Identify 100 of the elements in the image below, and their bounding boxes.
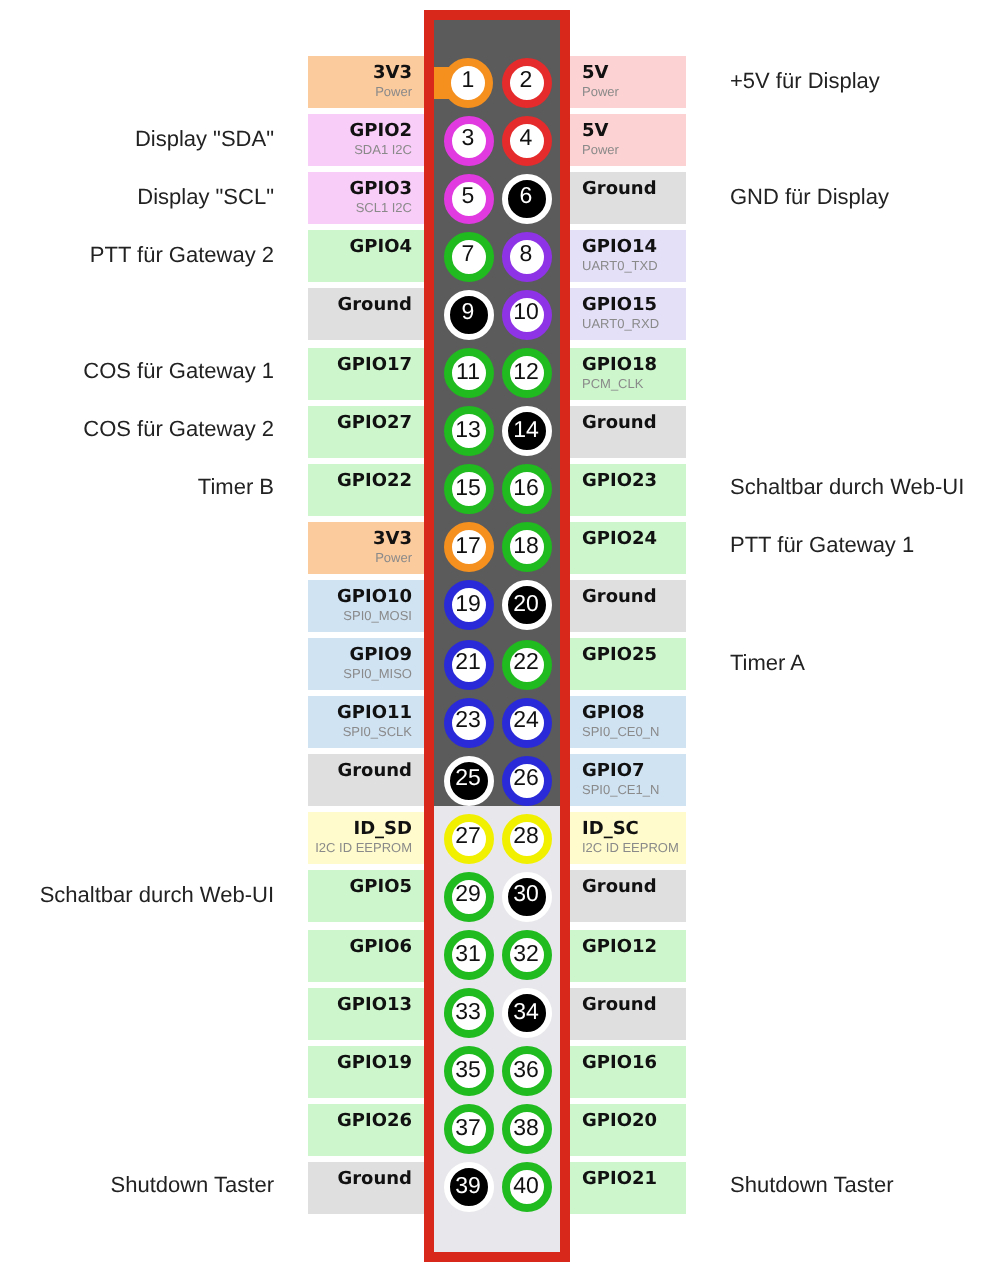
pin-name: GPIO8 [582,704,645,727]
pin-number: 37 [455,1116,481,1143]
pin-label [308,1161,424,1214]
ground-pin [501,580,551,631]
header-pin [501,1104,551,1155]
pin-name: GPIO11 [336,704,412,727]
pin-label [308,230,424,283]
header-board [424,10,570,1262]
pin-number: 19 [455,592,481,619]
header-pin [443,697,493,748]
pin-number: 18 [513,534,539,561]
pin-label [308,288,424,341]
pin-number: 1 [461,69,475,95]
pin-name: GPIO23 [582,471,658,494]
pin-number: 6 [519,185,533,212]
pin-name: Ground [582,878,657,901]
header-pin [501,697,551,748]
header-pin [443,231,493,282]
pin-label [570,696,686,749]
pin-label [308,638,424,690]
pin-note: Display "SCL" [137,185,274,212]
pin-number: 14 [513,418,539,445]
pin-number: 34 [513,1000,539,1027]
pin-number: 33 [455,1000,481,1027]
pin-number: 23 [455,709,481,736]
pin-name: GPIO7 [582,762,645,785]
pin-name: GPIO20 [582,1111,658,1134]
pin-name: GPIO15 [582,296,658,319]
pin-note: Timer A [730,651,805,677]
pin-name: GPIO13 [336,995,412,1018]
header-pin [443,406,493,457]
header-pin [443,464,493,515]
pin-note: Shutdown Taster [730,1174,894,1201]
header-pin [501,289,551,340]
ground-pin [501,173,551,224]
pin-number: 20 [513,592,539,619]
pin-name: GPIO12 [582,937,658,959]
header-pin [501,813,551,864]
header-pin [501,639,551,689]
header-pin [443,871,493,922]
pin-name: GPIO10 [336,587,412,610]
pin-number: 15 [455,476,481,503]
pin-name: Ground [582,413,657,436]
pin-number: 12 [513,360,539,386]
pin-note: Display "SDA" [134,127,274,154]
pin-label [308,405,424,458]
pin-name: Ground [337,762,412,785]
pin-number: 22 [513,651,539,677]
pin-label [570,347,686,399]
pin-number: 9 [461,301,475,328]
pin-name: Ground [582,587,657,610]
header-pin [443,813,493,864]
pin-number: 7 [461,243,475,270]
header-pin [501,1046,551,1097]
pin-number: 4 [519,127,533,154]
header-pin [501,231,551,282]
pin-name: GPIO26 [336,1111,412,1134]
pin-name: GPIO17 [336,355,412,377]
ground-pin [443,1162,493,1213]
pin-number: 8 [519,243,533,270]
pin-label [308,696,424,749]
pin-label [570,1161,686,1214]
pin-label [308,56,424,108]
pin-label [570,230,686,283]
header-pin [443,348,493,398]
pin-label [308,172,424,225]
pin-label [308,754,424,807]
pin-name: GPIO21 [582,1169,658,1192]
pin-name: GPIO25 [582,646,658,668]
pin-name: Ground [337,1169,412,1192]
pin-label [308,987,424,1040]
header-pin [443,988,493,1039]
header-pin [443,639,493,689]
pin-label [570,56,686,108]
pin-note: PTT für Gateway 1 [730,534,915,561]
pin-name: GPIO14 [582,238,658,261]
pin-name: GPIO24 [582,529,658,552]
pin-name: GPIO4 [349,238,412,261]
pin-name: GPIO5 [349,878,412,901]
pin-label [570,521,686,574]
header-pin [501,755,551,806]
pin-name: ID_SD [353,820,412,843]
pin-name: GPIO3 [349,180,412,203]
pin-number: 36 [513,1058,539,1085]
pin-label [570,463,686,516]
pin-label [308,929,424,981]
pin-number: 3 [461,127,475,154]
pin-label [570,870,686,923]
pin-label [308,1103,424,1156]
header-pin [501,464,551,515]
pin-number: 17 [455,534,481,561]
pin-name: Ground [582,180,657,203]
pin-label [570,579,686,632]
pin-label [570,638,686,690]
pin-name: GPIO27 [336,413,412,436]
pin-number: 26 [513,767,539,794]
header-pin [443,522,493,573]
pin-note: COS für Gateway 1 [83,360,274,386]
pin-label [570,987,686,1040]
pin-note: Shutdown Taster [110,1174,274,1201]
